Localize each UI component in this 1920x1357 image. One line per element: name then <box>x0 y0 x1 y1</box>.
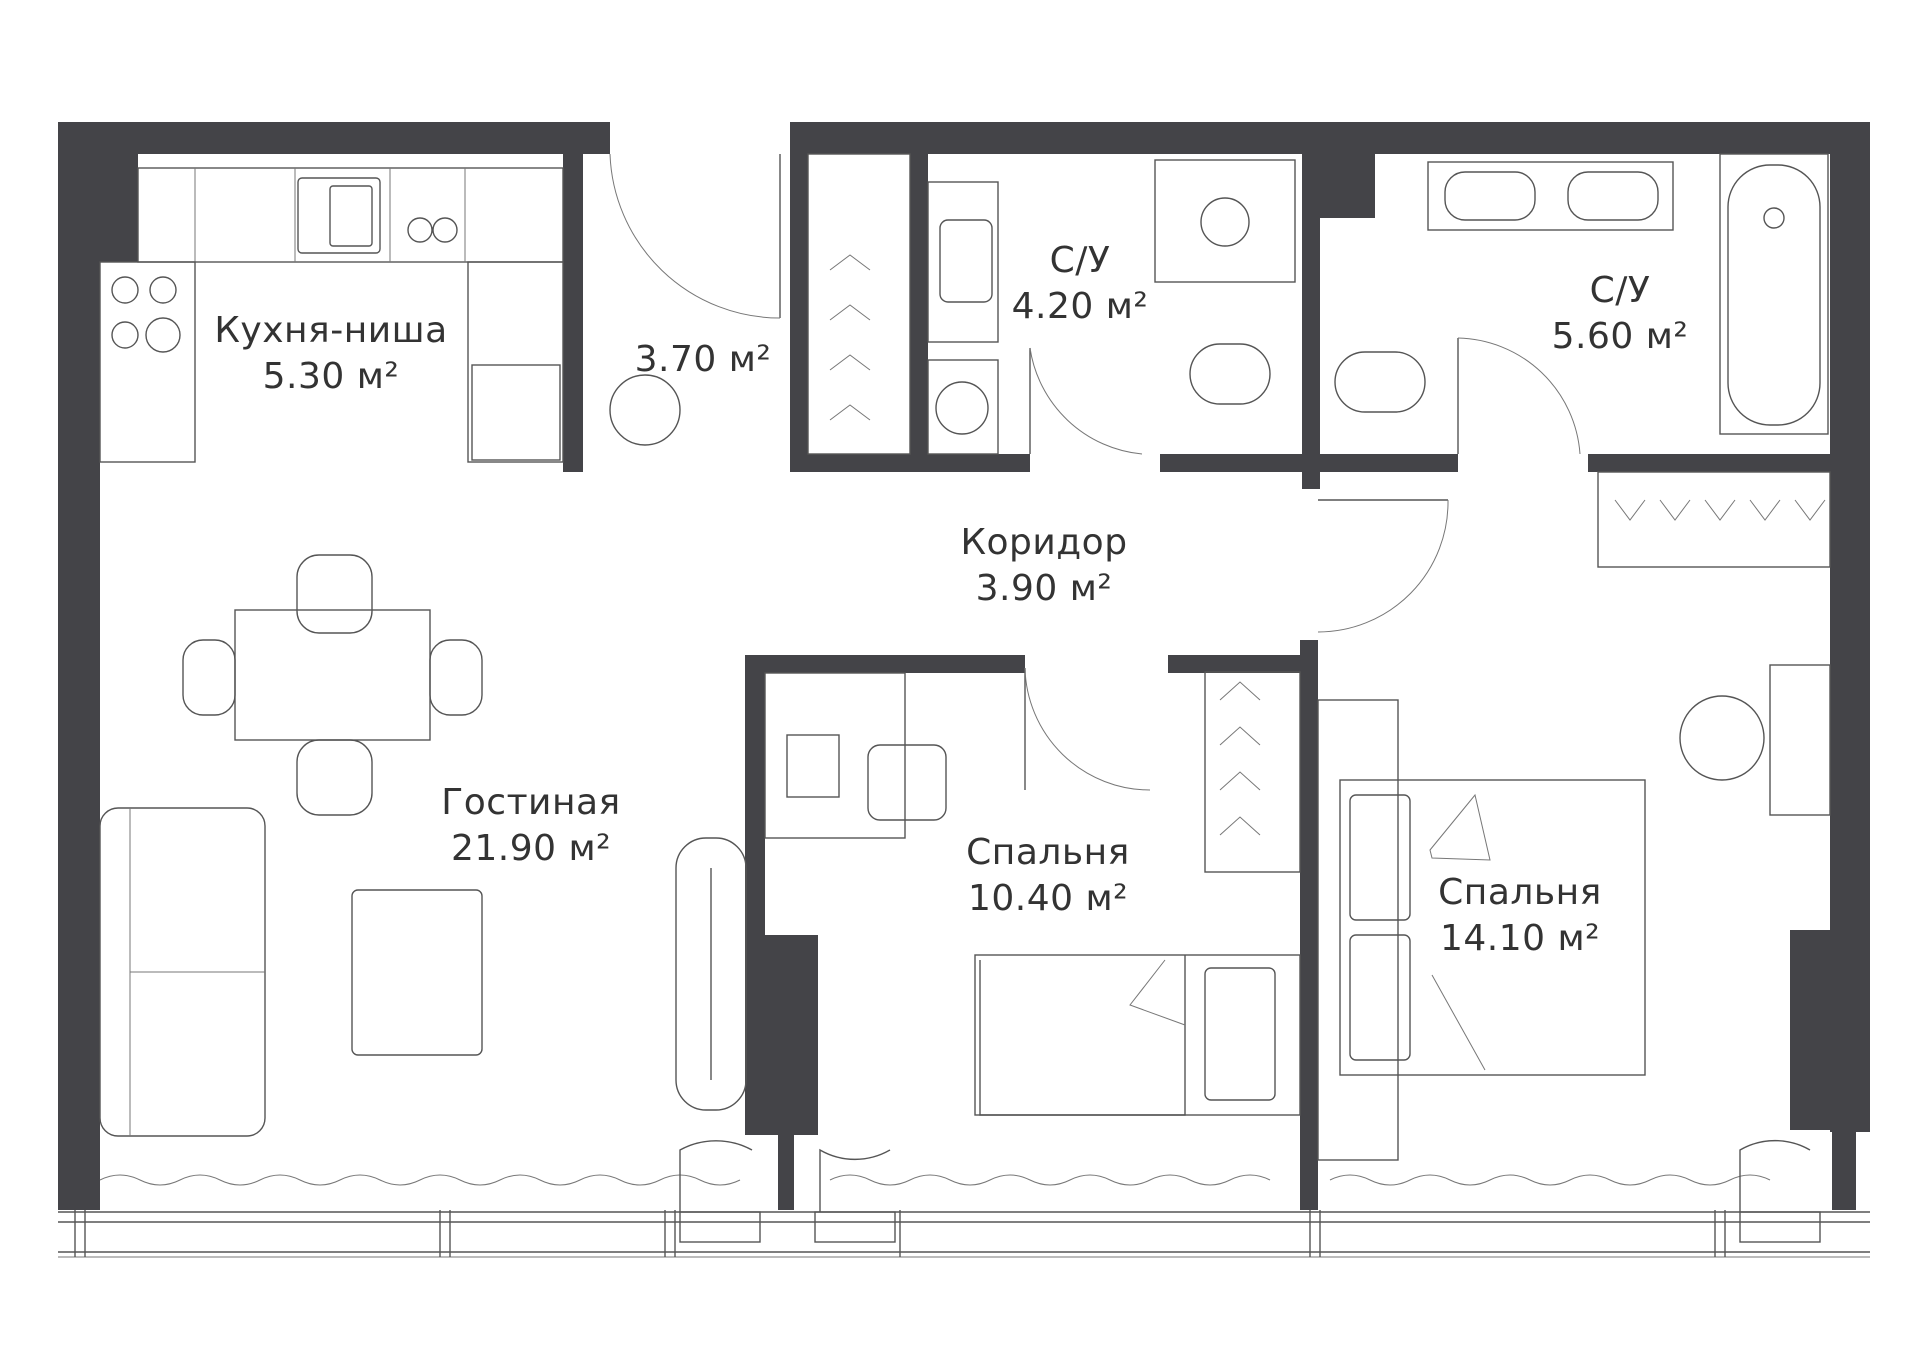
bedroom2-furniture <box>1317 664 1831 1161</box>
wall-bath2-bottom-right <box>1588 454 1870 472</box>
wall-bath-divider <box>1302 154 1320 489</box>
wall-wardrobe-bottom <box>808 454 1030 472</box>
room-label-bedroom2: Спальня 14.10 м² <box>1438 870 1602 962</box>
wall-right-pillar <box>1790 930 1870 1130</box>
wall-kitchen-right <box>563 154 583 472</box>
wall-bath2-column <box>1320 154 1375 218</box>
room-name: Коридор <box>960 522 1128 563</box>
room-label-hall: 3.70 м² <box>635 337 772 383</box>
bedroom1-furniture <box>764 671 1301 1116</box>
doors <box>609 153 1811 1212</box>
room-area: 5.60 м² <box>1551 316 1689 357</box>
room-name: Кухня-ниша <box>214 310 448 351</box>
wall-kitchen-column <box>86 154 138 262</box>
wall-top-left <box>58 122 610 154</box>
bedroom2-wardrobe <box>1597 471 1831 568</box>
wall-top-right <box>790 122 1870 154</box>
room-label-bath1: С/У 4.20 м² <box>1012 238 1149 330</box>
room-area: 5.30 м² <box>262 356 400 397</box>
wall-bedroom1-top-right <box>1168 655 1318 673</box>
wall-bottom-right-stub <box>1832 1130 1856 1210</box>
wall-wardrobe-left <box>790 154 808 472</box>
room-label-living: Гостиная 21.90 м² <box>441 780 620 872</box>
room-name: С/У <box>1589 270 1651 311</box>
bath1-fixtures <box>927 159 1296 455</box>
kitchen-furniture <box>99 167 681 463</box>
wall-bedroom-divider <box>1300 640 1318 1210</box>
room-area: 14.10 м² <box>1439 918 1601 959</box>
bath2-fixtures <box>1334 153 1829 435</box>
wall-bottom-left-stub <box>778 1135 794 1210</box>
living-furniture <box>99 554 747 1137</box>
room-area: 3.70 м² <box>634 339 772 380</box>
room-name: С/У <box>1049 240 1111 281</box>
room-label-bedroom1: Спальня 10.40 м² <box>966 830 1130 922</box>
walls <box>58 122 1870 1210</box>
room-label-corridor: Коридор 3.90 м² <box>960 520 1127 612</box>
hall-wardrobe <box>807 153 911 455</box>
wall-left <box>58 122 100 1210</box>
room-name: Гостиная <box>441 782 621 823</box>
wall-bedroom1-pillar <box>752 935 818 1135</box>
wall-bath1-bottom-right <box>1160 454 1302 472</box>
room-area: 3.90 м² <box>975 568 1113 609</box>
windows <box>58 1174 1870 1258</box>
wall-bath1-left <box>910 154 928 472</box>
wall-bedroom1-top-left <box>745 655 1025 673</box>
room-name: Спальня <box>1438 872 1602 913</box>
room-label-bath2: С/У 5.60 м² <box>1552 268 1689 360</box>
room-area: 4.20 м² <box>1011 286 1149 327</box>
room-name: Спальня <box>966 832 1130 873</box>
room-area: 10.40 м² <box>967 878 1129 919</box>
room-label-kitchen: Кухня-ниша 5.30 м² <box>214 308 447 400</box>
room-area: 21.90 м² <box>450 828 612 869</box>
wall-bath2-bottom-left <box>1320 454 1458 472</box>
